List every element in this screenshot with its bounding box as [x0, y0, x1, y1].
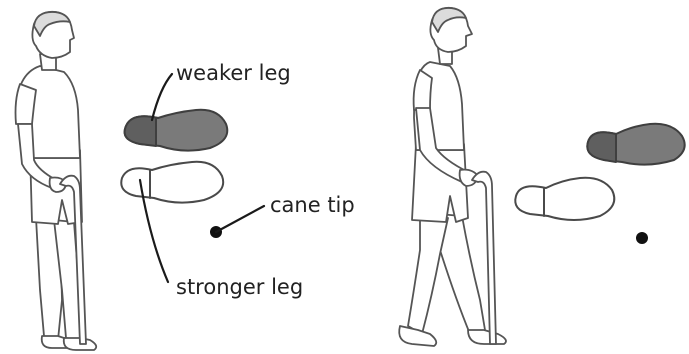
- weaker-leg-leader-line: [152, 74, 172, 120]
- stronger-leg-label: stronger leg: [176, 275, 303, 299]
- weaker-leg-footprint: [125, 110, 228, 151]
- stronger-leg-footprint-right: [515, 178, 614, 220]
- weaker-leg-label: weaker leg: [176, 61, 291, 85]
- walking-person-with-cane: [399, 8, 506, 346]
- weaker-leg-footprint-right: [587, 124, 684, 165]
- cane-tip-label: cane tip: [270, 193, 355, 217]
- cane-tip-dot-right: [636, 232, 648, 244]
- cane-tip-leader-line: [216, 206, 264, 232]
- standing-person-with-cane: [16, 12, 97, 350]
- stronger-leg-footprint: [121, 162, 223, 203]
